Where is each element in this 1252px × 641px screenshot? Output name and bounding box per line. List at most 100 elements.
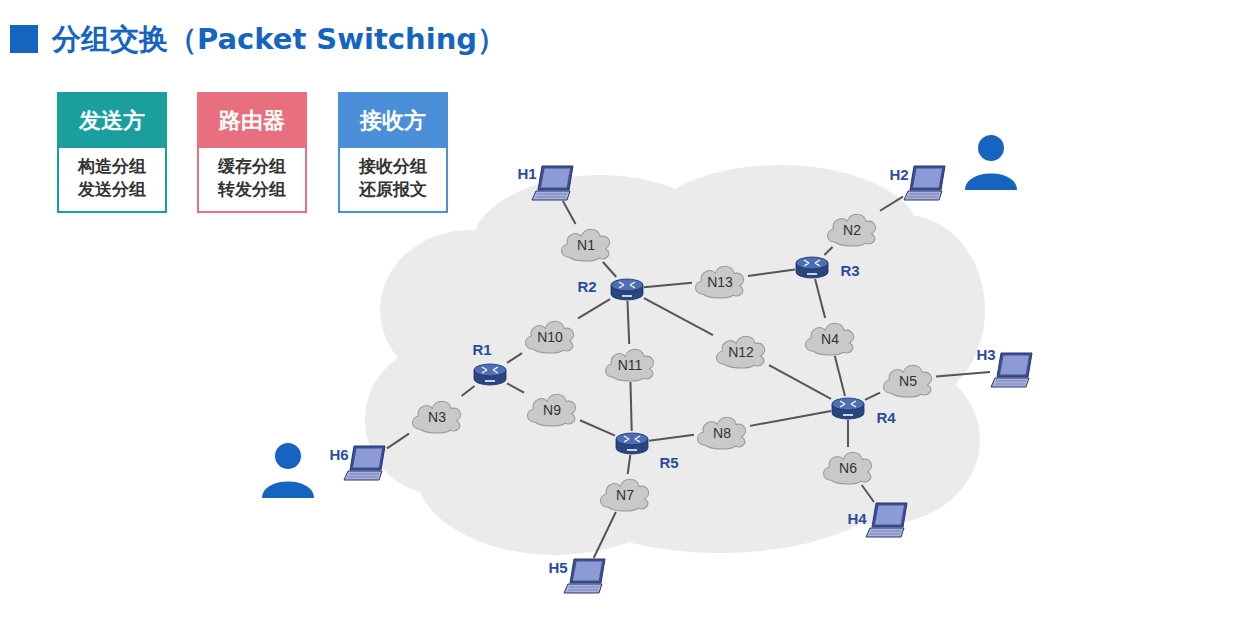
router-node: R1 [473,362,507,386]
network-cloud: N6 [820,447,876,485]
network-link [815,279,825,318]
network-cloud: N9 [524,389,580,427]
laptop-icon [343,445,387,481]
network-link [865,393,880,400]
network-cloud: N11 [602,344,658,382]
network-label: N9 [543,402,561,418]
network-link [835,356,845,396]
router-node: R3 [795,255,829,279]
network-link [563,201,576,224]
network-link [507,353,522,363]
network-label: N4 [821,331,839,347]
network-cloud: N7 [597,474,653,512]
router-node: R5 [615,431,649,455]
network-cloud: N2 [824,209,880,247]
network-link [644,283,692,288]
network-label: N13 [707,274,733,290]
network-link [628,455,631,474]
router-icon [473,362,507,386]
host-label: H2 [889,166,908,183]
network-link [644,298,713,335]
host-laptop: H5 [563,558,607,594]
network-label: N11 [618,357,643,373]
network-label: N5 [899,373,917,389]
router-icon [795,255,829,279]
box-body: 缓存分组 转发分组 [199,148,305,211]
network-link [847,420,849,447]
network-link [627,301,629,344]
network-cloud: N4 [802,318,858,356]
user-icon [965,135,1017,190]
network-cloud: N1 [558,224,614,262]
box-heading: 路由器 [199,94,305,148]
laptop-icon [990,352,1034,388]
box-body: 接收分组 还原报文 [340,148,446,211]
network-link [580,420,615,435]
host-label: H6 [329,446,348,463]
network-link [387,434,409,449]
network-link [748,269,795,276]
network-link [594,512,616,558]
network-label: N8 [713,425,731,441]
laptop-icon [903,165,947,201]
box-body: 构造分组 发送分组 [59,148,165,211]
box-heading: 接收方 [340,94,446,148]
router-label: R2 [577,278,596,295]
laptop-icon [563,558,607,594]
network-link [630,382,631,431]
network-label: N10 [537,329,563,345]
host-laptop: H6 [343,445,387,481]
host-laptop: H3 [990,352,1034,388]
router-label: R4 [876,409,895,426]
host-label: H4 [847,510,866,527]
role-box: 发送方构造分组 发送分组 [57,92,167,213]
network-label: N1 [577,237,595,253]
host-laptop: H1 [531,165,575,201]
network-link [824,247,832,255]
router-icon [610,277,644,301]
user-icon [262,443,314,498]
network-cloud: N8 [694,412,750,450]
router-label: R3 [840,262,859,279]
network-link [603,262,616,277]
role-box: 接收方接收分组 还原报文 [338,92,448,213]
network-label: N6 [839,460,857,476]
network-cloud: N13 [692,261,748,299]
network-link [862,485,874,502]
host-label: H5 [548,559,567,576]
router-node: R4 [831,396,865,420]
network-link [578,299,610,318]
router-label: R1 [472,341,491,358]
laptop-icon [865,502,909,538]
role-box: 路由器缓存分组 转发分组 [197,92,307,213]
slide-title: 分组交换（Packet Switching） [52,20,506,60]
host-laptop: H4 [865,502,909,538]
network-link [507,383,524,392]
host-label: H3 [976,346,995,363]
router-label: R5 [659,454,678,471]
router-node: R2 [610,277,644,301]
router-icon [831,396,865,420]
host-label: H1 [517,165,536,182]
network-label: N3 [428,409,446,425]
network-cloud: N5 [880,360,936,398]
network-cloud: N12 [713,331,769,369]
network-label: N2 [843,222,861,238]
laptop-icon [531,165,575,201]
network-link [880,197,903,211]
internet-cloud [365,165,985,555]
network-cloud: N3 [409,396,465,434]
router-icon [615,431,649,455]
host-laptop: H2 [903,165,947,201]
network-label: N12 [728,344,754,360]
network-link [462,386,475,396]
network-label: N7 [616,487,634,503]
title-square [10,25,38,53]
network-link [769,365,831,399]
network-link [750,411,831,426]
network-link [936,372,990,377]
box-heading: 发送方 [59,94,165,148]
